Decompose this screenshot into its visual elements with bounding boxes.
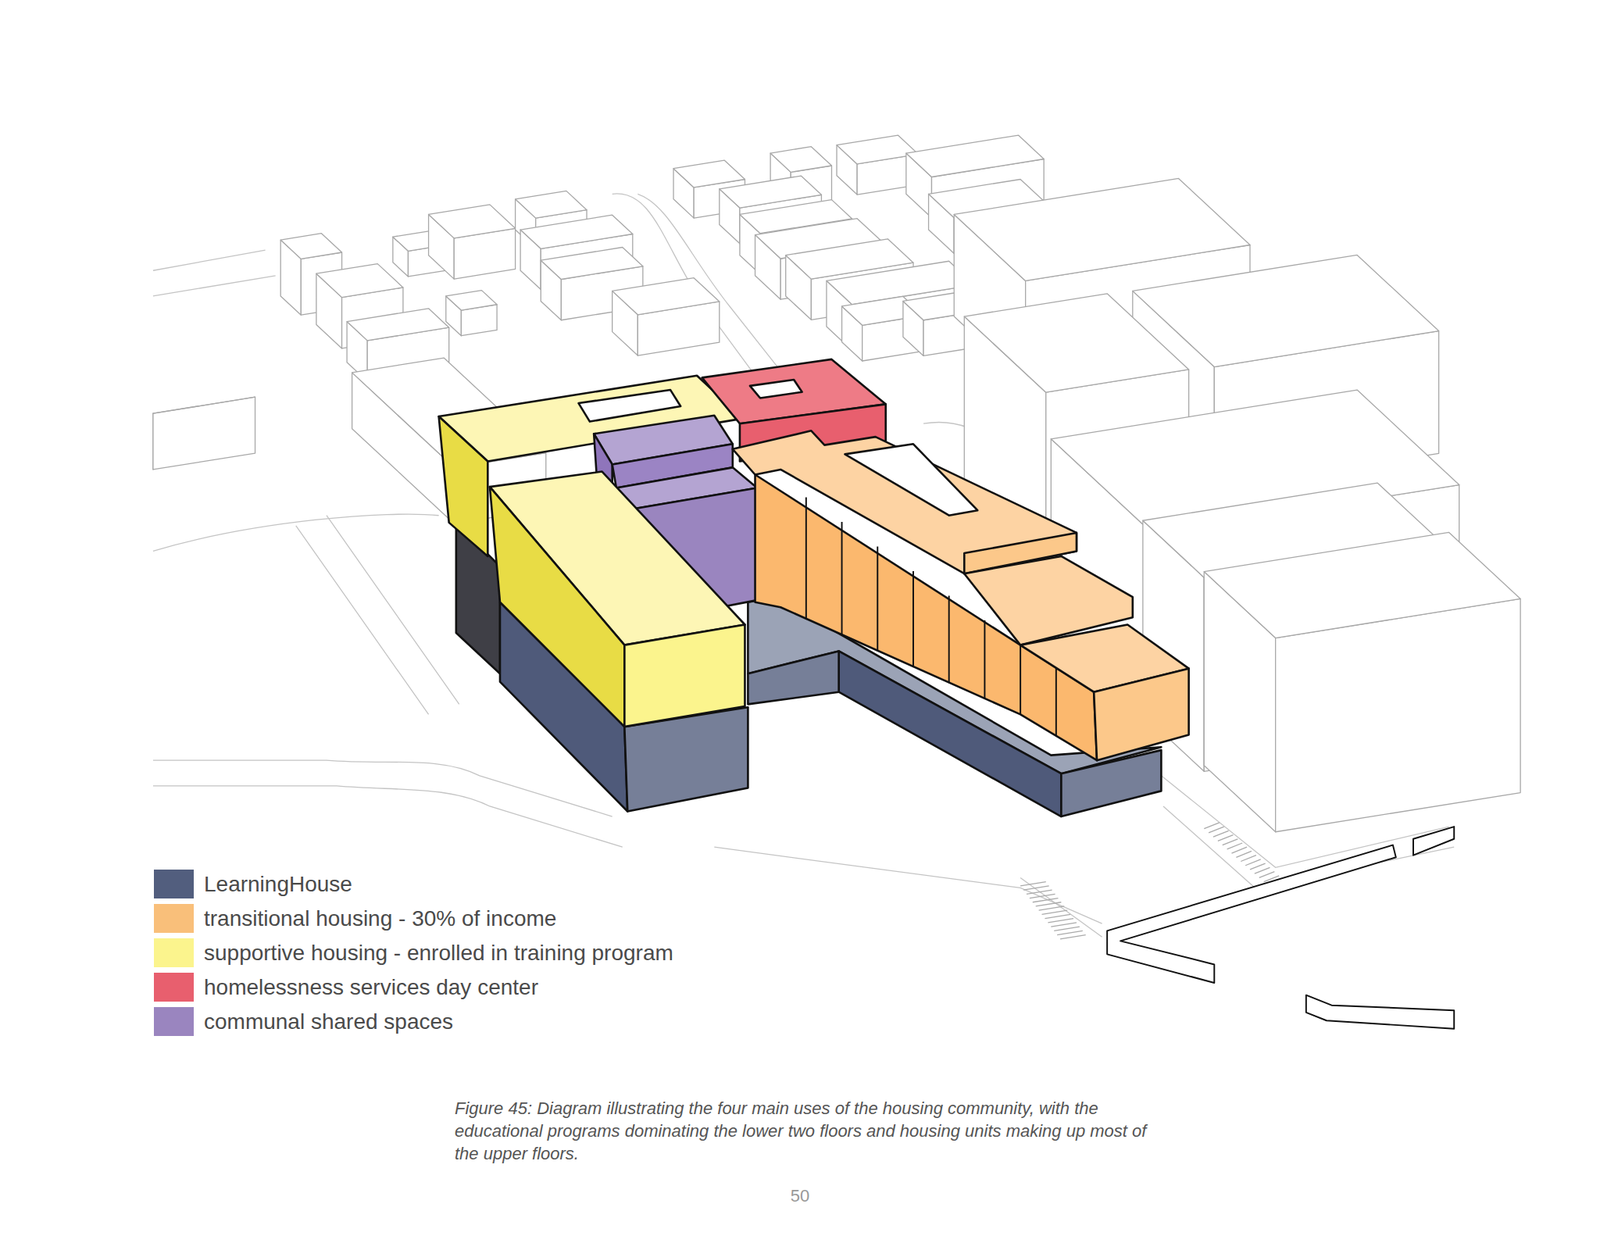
transitional-front: [1093, 668, 1189, 761]
crosswalk-stripe: [1208, 826, 1225, 833]
facade-fin: [876, 546, 879, 651]
facade-fin: [1019, 645, 1022, 715]
legend-swatch: [153, 903, 194, 933]
crosswalk-stripe: [1020, 882, 1047, 886]
crosswalk-stripe: [1240, 855, 1257, 862]
crosswalk-stripe: [1227, 842, 1243, 850]
crosswalk-stripe: [1035, 902, 1062, 907]
legend-text: LearningHouse: [203, 869, 353, 899]
learninghouse-front: [1060, 750, 1161, 817]
context-buildings: [153, 135, 1521, 833]
crosswalk-stripe: [1039, 906, 1065, 911]
crosswalk-stripe: [1259, 871, 1275, 879]
crosswalk-stripe: [1254, 867, 1271, 874]
crosswalk-stripe: [1250, 863, 1266, 870]
crosswalk-stripe: [1060, 935, 1086, 940]
legend-swatch: [153, 1007, 194, 1036]
context-building-face: [428, 204, 516, 239]
context-building-face: [906, 135, 1044, 177]
facade-fin: [1055, 667, 1058, 736]
crosswalk-stripe: [1213, 830, 1229, 837]
facade-fin: [912, 571, 915, 667]
transitional-top: [732, 430, 1077, 574]
context-building-face: [1275, 598, 1521, 832]
road-line: [153, 514, 440, 551]
supportive-front: [624, 624, 745, 727]
context-building-face: [953, 178, 1250, 281]
context-building-face: [153, 396, 256, 470]
facade-fin: [983, 620, 986, 699]
supportive-side: [439, 416, 489, 557]
crosswalk-stripe: [1050, 922, 1077, 927]
facade-fin: [948, 596, 950, 683]
crosswalk-stripe: [1235, 850, 1252, 858]
facade-fin: [841, 521, 843, 635]
crosswalk-stripe: [1023, 885, 1050, 890]
crosswalk-stripe: [1222, 839, 1239, 846]
context-building-face: [153, 396, 256, 414]
courtyard-opening: [750, 379, 803, 399]
context-building-face: [540, 246, 643, 279]
road-line: [1020, 877, 1102, 937]
context-building-face: [520, 214, 633, 249]
context-building-face: [719, 175, 822, 208]
legend-text: supportive housing - enrolled in trainin…: [203, 938, 674, 968]
building-massing: [439, 359, 1455, 1029]
site-wall: [1107, 845, 1397, 983]
figure-caption: Figure 45: Diagram illustrating the four…: [454, 1096, 1158, 1165]
road-line: [714, 846, 1102, 924]
legend-text: transitional housing - 30% of income: [203, 903, 557, 933]
context-building-face: [964, 293, 1189, 393]
legend-swatch: [153, 869, 194, 899]
crosswalk-stripe: [1047, 918, 1074, 923]
road-line: [153, 785, 623, 847]
site-wall: [1413, 826, 1454, 856]
crosswalk-stripe: [1026, 889, 1053, 894]
courtyard-opening: [844, 443, 978, 515]
crosswalk-stripe: [1029, 893, 1056, 898]
context-building-face: [280, 233, 342, 260]
facade-fin: [805, 497, 808, 619]
site-wall: [1306, 995, 1454, 1029]
crosswalk-stripe: [1217, 835, 1234, 842]
crosswalk-stripe: [1042, 910, 1068, 915]
crosswalk-stripe: [1057, 930, 1083, 935]
facade-fins: [806, 497, 1057, 736]
crosswalk-stripe: [1231, 846, 1247, 854]
crosswalk-stripe: [1245, 859, 1261, 866]
crosswalk-stripe: [1053, 926, 1080, 931]
crosswalk-stripe: [1044, 914, 1071, 918]
courtyard-opening: [578, 389, 682, 422]
legend-text: homelessness services day center: [203, 972, 539, 1002]
page-number: 50: [721, 1185, 879, 1207]
context-building-face: [346, 308, 450, 341]
legend-swatch: [153, 972, 194, 1002]
context-building-face: [770, 146, 832, 173]
context-building-face: [1132, 254, 1440, 367]
context-building-face: [673, 160, 745, 188]
crosswalk-stripe: [1203, 822, 1220, 829]
crosswalk-stripe: [1032, 898, 1059, 903]
road-line: [296, 515, 460, 715]
context-building-face: [1203, 532, 1521, 638]
context-building-face: [316, 264, 404, 298]
context-building-face: [446, 290, 497, 311]
context-building-face: [612, 278, 720, 315]
context-building-face: [515, 190, 587, 218]
legend-swatch: [153, 938, 194, 968]
supportive-side: [489, 486, 625, 727]
road-line: [153, 250, 276, 297]
legend-text: communal shared spaces: [203, 1007, 454, 1036]
learninghouse-front: [747, 650, 839, 704]
